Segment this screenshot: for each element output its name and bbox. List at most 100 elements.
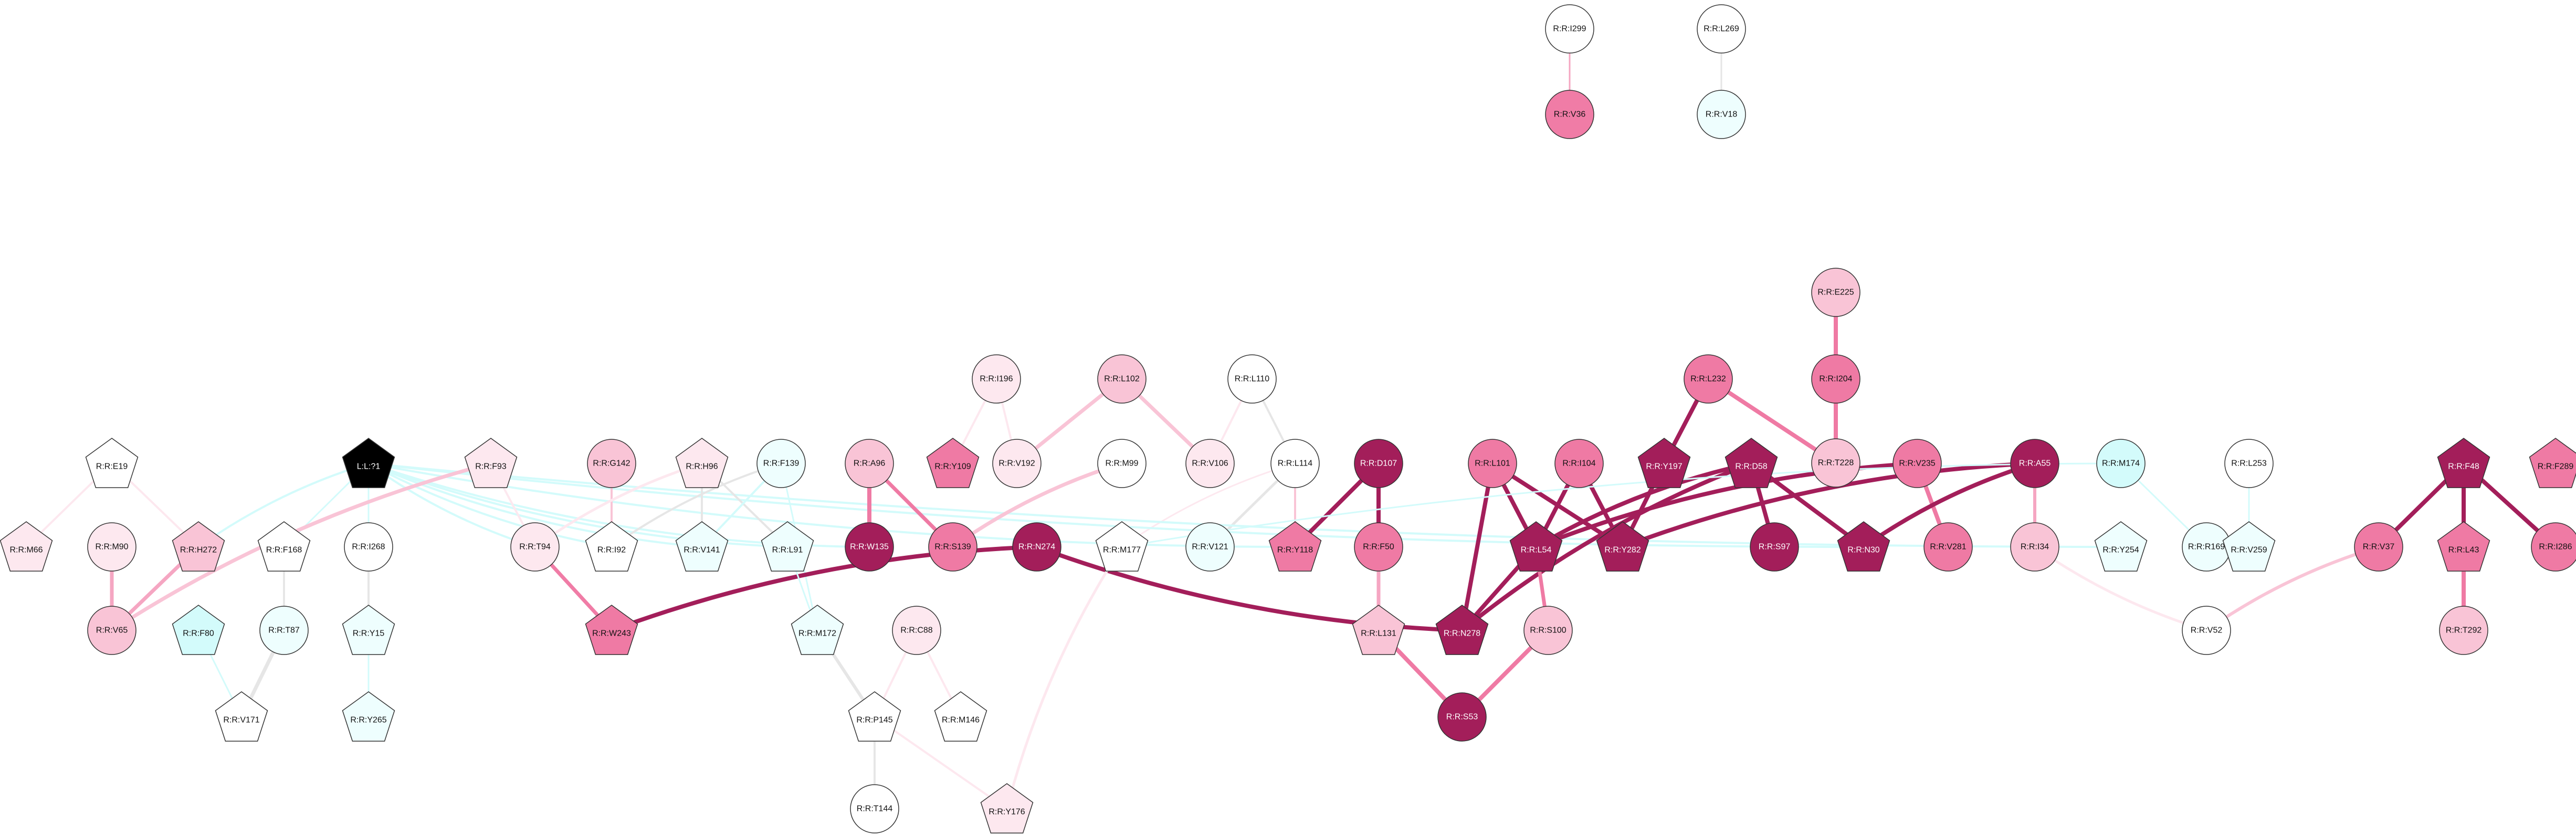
node-y176[interactable]: R:R:Y176 (980, 783, 1034, 833)
node-f80[interactable]: R:R:F80 (172, 605, 225, 655)
node-label: R:R:V106 (1192, 459, 1228, 468)
node-v106[interactable]: R:R:V106 (1185, 439, 1235, 488)
node-i196[interactable]: R:R:I196 (972, 354, 1021, 404)
node-d58[interactable]: R:R:D58 (1725, 438, 1778, 488)
node-circle-shape (1523, 606, 1573, 655)
node-circle-shape (1097, 439, 1147, 488)
node-h272[interactable]: R:R:H272 (172, 521, 225, 572)
node-label: R:R:N274 (1018, 543, 1055, 552)
node-label: R:R:F139 (763, 459, 800, 468)
node-a96[interactable]: R:R:A96 (845, 439, 894, 488)
node-v281[interactable]: R:R:V281 (1923, 522, 1973, 572)
node-v141[interactable]: R:R:V141 (675, 521, 729, 572)
node-l232[interactable]: R:R:L232 (1684, 354, 1733, 404)
node-v52[interactable]: R:R:V52 (2182, 606, 2231, 655)
node-l102[interactable]: R:R:L102 (1097, 354, 1147, 404)
node-m174[interactable]: R:R:M174 (2096, 439, 2146, 488)
node-r169[interactable]: R:R:R169 (2182, 522, 2231, 572)
node-y197[interactable]: R:R:Y197 (1637, 438, 1691, 488)
node-s139[interactable]: R:R:S139 (928, 522, 977, 572)
node-t292[interactable]: R:R:T292 (2439, 606, 2488, 655)
node-v18[interactable]: R:R:V18 (1697, 90, 1746, 139)
node-label: R:R:I34 (2021, 543, 2049, 552)
node-w135[interactable]: R:R:W135 (845, 522, 894, 572)
edge-d58-l54 (1534, 461, 1753, 549)
node-i268[interactable]: R:R:I268 (344, 522, 393, 572)
node-v36[interactable]: R:R:V36 (1545, 90, 1594, 139)
node-i299[interactable]: R:R:I299 (1545, 4, 1594, 54)
node-e225[interactable]: R:R:E225 (1811, 268, 1860, 317)
node-t94[interactable]: R:R:T94 (510, 522, 560, 572)
node-label: R:R:V259 (2231, 546, 2267, 555)
node-t87[interactable]: R:R:T87 (259, 606, 309, 655)
node-d107[interactable]: R:R:D107 (1354, 439, 1403, 488)
node-label: R:R:L101 (1475, 459, 1510, 468)
node-l131[interactable]: R:R:L131 (1352, 605, 1405, 655)
node-y265[interactable]: R:R:Y265 (342, 691, 395, 742)
node-m99[interactable]: R:R:M99 (1097, 439, 1147, 488)
node-label: R:R:N30 (1847, 546, 1879, 555)
node-m172[interactable]: R:R:M172 (791, 605, 844, 655)
node-f289[interactable]: R:R:F289 (2529, 438, 2576, 488)
node-label: R:R:V192 (998, 459, 1035, 468)
node-circle-shape (1697, 90, 1746, 139)
node-f48[interactable]: R:R:F48 (2437, 438, 2490, 488)
node-i34[interactable]: R:R:I34 (2010, 522, 2059, 572)
edge-v37-v52 (2205, 545, 2380, 632)
node-l269[interactable]: R:R:L269 (1697, 4, 1746, 54)
node-l43[interactable]: R:R:L43 (2437, 521, 2490, 572)
node-l110[interactable]: R:R:L110 (1227, 354, 1277, 404)
node-m90[interactable]: R:R:M90 (87, 522, 136, 572)
node-f50[interactable]: R:R:F50 (1354, 522, 1403, 572)
node-m177[interactable]: R:R:M177 (1095, 521, 1149, 572)
node-s53[interactable]: R:R:S53 (1437, 692, 1487, 742)
node-y15[interactable]: R:R:Y15 (342, 605, 395, 655)
node-i92[interactable]: R:R:I92 (585, 521, 638, 572)
node-y254[interactable]: R:R:Y254 (2094, 521, 2148, 572)
node-f93[interactable]: R:R:F93 (464, 438, 518, 488)
node-p145[interactable]: R:R:P145 (848, 691, 901, 742)
node-l54[interactable]: R:R:L54 (1509, 521, 1563, 572)
node-a55[interactable]: R:R:A55 (2010, 439, 2059, 488)
node-y118[interactable]: R:R:Y118 (1268, 521, 1322, 572)
node-v235[interactable]: R:R:V235 (1892, 439, 1942, 488)
node-m66[interactable]: R:R:M66 (0, 521, 53, 572)
node-l253[interactable]: R:R:L253 (2224, 439, 2274, 488)
node-y282[interactable]: R:R:Y282 (1596, 521, 1649, 572)
node-circle-shape (892, 606, 941, 655)
node-l1[interactable]: L:L:?1 (342, 438, 395, 488)
node-f168[interactable]: R:R:F168 (257, 521, 311, 572)
node-v192[interactable]: R:R:V192 (992, 439, 1042, 488)
node-i204[interactable]: R:R:I204 (1811, 354, 1860, 404)
node-i104[interactable]: R:R:I104 (1554, 439, 1604, 488)
node-v121[interactable]: R:R:V121 (1185, 522, 1235, 572)
node-circle-shape (1892, 439, 1942, 488)
node-v171[interactable]: R:R:V171 (215, 691, 268, 742)
node-t228[interactable]: R:R:T228 (1811, 438, 1860, 488)
node-l91[interactable]: R:R:L91 (761, 521, 814, 572)
node-h96[interactable]: R:R:H96 (675, 438, 729, 488)
node-l114[interactable]: R:R:L114 (1270, 439, 1320, 488)
node-c88[interactable]: R:R:C88 (892, 606, 941, 655)
node-circle-shape (928, 522, 977, 572)
node-v259[interactable]: R:R:V259 (2222, 521, 2276, 572)
node-s97[interactable]: R:R:S97 (1750, 522, 1799, 572)
node-m146[interactable]: R:R:M146 (934, 691, 987, 742)
node-label: R:R:A96 (854, 459, 886, 468)
node-g142[interactable]: R:R:G142 (587, 439, 636, 488)
node-label: R:R:M90 (95, 543, 128, 552)
node-n30[interactable]: R:R:N30 (1837, 521, 1890, 572)
node-l101[interactable]: R:R:L101 (1468, 439, 1517, 488)
node-v65[interactable]: R:R:V65 (87, 606, 136, 655)
node-n278[interactable]: R:R:N278 (1435, 605, 1489, 655)
node-pentagon-shape (342, 691, 395, 742)
node-w243[interactable]: R:R:W243 (585, 605, 638, 655)
node-y109[interactable]: R:R:Y109 (926, 438, 980, 488)
node-s100[interactable]: R:R:S100 (1523, 606, 1573, 655)
node-i286[interactable]: R:R:I286 (2531, 522, 2576, 572)
node-t144[interactable]: R:R:T144 (850, 784, 899, 833)
node-e19[interactable]: R:R:E19 (85, 438, 139, 488)
node-n274[interactable]: R:R:N274 (1012, 522, 1061, 572)
node-v37[interactable]: R:R:V37 (2354, 522, 2403, 572)
node-f139[interactable]: R:R:F139 (756, 439, 806, 488)
